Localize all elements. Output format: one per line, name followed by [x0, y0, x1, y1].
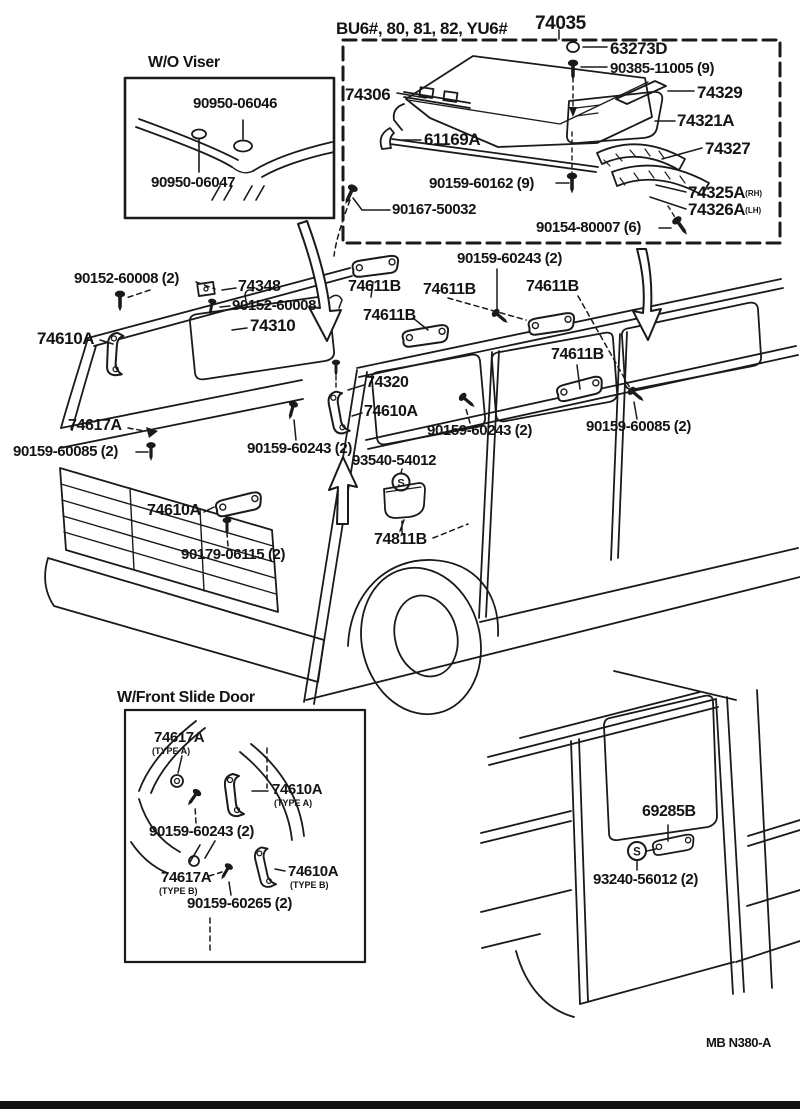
type-b-qualifier-2: (TYPE B)	[290, 880, 329, 890]
part-label-69285b: 69285B	[642, 803, 696, 820]
wo-visor-heading: W/O Viser	[148, 54, 220, 71]
part-label-74611b-5: 74611B	[551, 346, 604, 363]
part-label-74320: 74320	[366, 374, 409, 391]
part-label-90154-80007: 90154-80007 (6)	[536, 219, 641, 236]
part-label-90159-60243-4: 90159-60243 (2)	[149, 823, 254, 840]
part-label-74611b-3: 74611B	[526, 278, 579, 295]
part-label-63273d: 63273D	[610, 39, 668, 58]
type-a-qualifier-1: (TYPE A)	[152, 746, 191, 756]
part-label-74610a-typea: 74610A	[272, 781, 323, 798]
part-label-74325a: 74325A(RH)	[688, 184, 762, 201]
part-label-74617a-typeb: 74617A	[161, 869, 212, 886]
wo-visor-inset	[135, 118, 335, 201]
part-label-61169a: 61169A	[424, 130, 481, 149]
part-label-90152-60008-qty: 90152-60008 (2)	[74, 270, 179, 287]
rh-qualifier: (RH)	[745, 189, 763, 198]
pointer-arrow-up	[328, 456, 358, 525]
part-label-74610a-typeb: 74610A	[288, 863, 339, 880]
part-label-74327: 74327	[705, 139, 751, 158]
part-label-90152-60008: 90152-60008	[232, 297, 317, 314]
part-label-74617a-1: 74617A	[68, 417, 122, 434]
part-label-90159-60085-2: 90159-60085 (2)	[586, 418, 691, 435]
part-label-93240-56012: 93240-56012 (2)	[593, 871, 698, 888]
part-label-90159-60243-3: 90159-60243 (2)	[427, 422, 532, 439]
front-slide-door-heading: W/Front Slide Door	[117, 689, 255, 706]
page-bottom-bar	[0, 1101, 800, 1109]
part-label-74329: 74329	[697, 83, 743, 102]
s-symbol-text: S	[633, 847, 641, 859]
lh-qualifier: (LH)	[745, 206, 762, 215]
part-label-93540-54012: 93540-54012	[352, 452, 437, 469]
roof-visor-assembly-box-border	[341, 38, 782, 245]
part-label-74610a-3: 74610A	[147, 502, 201, 519]
part-label-90179-06115: 90179-06115 (2)	[181, 546, 286, 563]
part-label-74617a-typea: 74617A	[154, 729, 205, 746]
part-label-74611b-4: 74611B	[363, 307, 416, 324]
part-label-90159-60162: 90159-60162 (9)	[429, 175, 534, 192]
drawing-code: MB N380-A	[706, 1035, 772, 1050]
part-label-74326a: 74326A(LH)	[688, 201, 761, 218]
part-label-74348: 74348	[238, 278, 281, 295]
part-label-90159-60265: 90159-60265 (2)	[187, 895, 292, 912]
rear-door-inset	[480, 670, 800, 1018]
part-label-90159-60085-1: 90159-60085 (2)	[13, 443, 118, 460]
part-label-74035: 74035	[535, 13, 586, 34]
part-label-90950-06046: 90950-06046	[193, 95, 278, 112]
front-slide-door-inset	[130, 720, 305, 955]
type-a-qualifier-2: (TYPE A)	[274, 798, 313, 808]
part-label-74610a-2: 74610A	[364, 403, 418, 420]
wo-visor-inset-border	[123, 76, 336, 220]
s-symbol-text: S	[397, 478, 404, 490]
s-screw-symbol-rear: S	[627, 841, 647, 861]
part-label-90159-60243-1: 90159-60243 (2)	[457, 250, 562, 267]
part-number: 74325A	[688, 183, 746, 202]
part-label-90159-60243-2: 90159-60243 (2)	[247, 440, 352, 457]
part-label-74306: 74306	[345, 85, 391, 104]
part-label-74321a: 74321A	[677, 111, 735, 130]
front-slide-door-inset-border	[123, 708, 367, 964]
model-codes-heading: BU6#, 80, 81, 82, YU6#	[336, 19, 508, 38]
part-label-74611b-2: 74611B	[423, 281, 476, 298]
pointer-arrow-down-left	[297, 220, 342, 342]
part-label-74310: 74310	[250, 316, 296, 335]
part-label-90385-11005: 90385-11005 (9)	[610, 60, 715, 77]
part-label-74610a-1: 74610A	[37, 329, 95, 348]
part-label-90167-50032: 90167-50032	[392, 201, 477, 218]
s-screw-symbol: S	[391, 472, 411, 492]
part-label-90950-06047: 90950-06047	[151, 174, 236, 191]
part-label-74611b-1: 74611B	[348, 278, 401, 295]
part-label-74811b: 74811B	[374, 531, 427, 548]
pointer-arrow-down-right	[632, 248, 662, 341]
type-b-qualifier-1: (TYPE B)	[159, 886, 198, 896]
main-van-view	[44, 220, 800, 716]
top-exploded-view	[333, 29, 710, 257]
part-number: 74326A	[688, 200, 746, 219]
